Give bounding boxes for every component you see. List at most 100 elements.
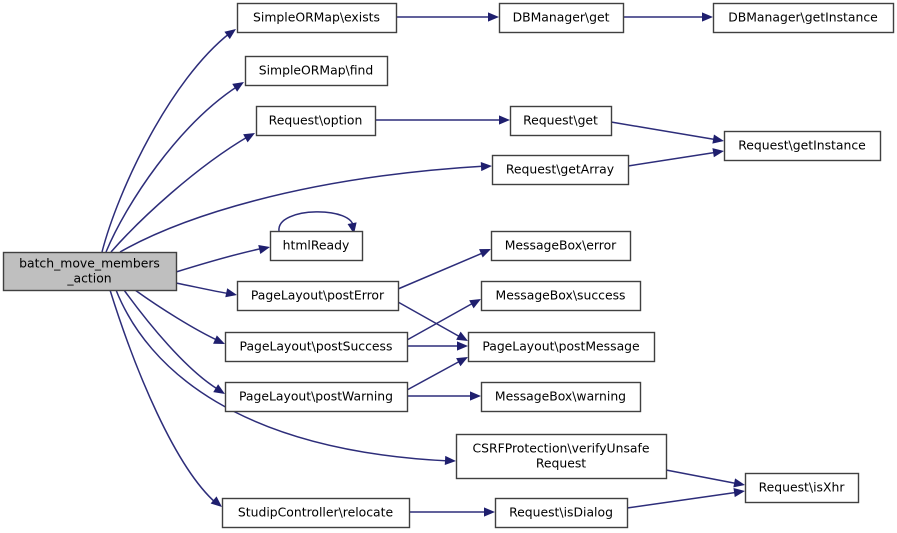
edge-root-to-req-get-array bbox=[119, 165, 487, 253]
node-box-root[interactable] bbox=[2, 251, 178, 292]
node-req-is-dialog[interactable]: Request\isDialog bbox=[494, 497, 629, 529]
node-box-req-get[interactable] bbox=[509, 105, 613, 137]
edge-req-get-to-req-get-inst bbox=[610, 121, 719, 141]
node-box-dbm-get[interactable] bbox=[498, 2, 625, 34]
edge-root-to-csrf-verify bbox=[115, 289, 451, 462]
node-root[interactable]: batch_move_members_action bbox=[2, 251, 178, 292]
node-label-html-ready: htmlReady bbox=[283, 237, 350, 252]
node-label-sc-relocate: StudipController\relocate bbox=[238, 504, 393, 519]
arrowhead-root-to-ormap-find bbox=[232, 82, 244, 92]
node-req-get-inst[interactable]: Request\getInstance bbox=[723, 130, 882, 162]
node-label-root: batch_move_members_action bbox=[19, 255, 160, 285]
node-box-req-is-xhr[interactable] bbox=[744, 472, 860, 504]
node-pl-post-success[interactable]: PageLayout\postSuccess bbox=[224, 331, 409, 363]
edge-root-to-pl-post-error bbox=[175, 282, 232, 295]
node-box-mb-warning[interactable] bbox=[480, 381, 642, 413]
node-box-req-get-inst[interactable] bbox=[723, 130, 882, 162]
edge-root-to-html-ready bbox=[175, 247, 265, 273]
node-label-pl-post-error: PageLayout\postError bbox=[251, 287, 385, 302]
arrowhead-root-to-pl-post-warning bbox=[213, 384, 225, 394]
node-label-req-option: Request\option bbox=[269, 112, 363, 127]
node-html-ready[interactable]: htmlReady bbox=[269, 230, 364, 262]
node-label-pl-post-success: PageLayout\postSuccess bbox=[240, 338, 393, 353]
edges-layer bbox=[101, 12, 745, 517]
arrowhead-root-to-html-ready bbox=[258, 244, 270, 254]
arrowhead-root-to-sc-relocate bbox=[210, 496, 222, 507]
arrowhead-dbm-get-to-dbm-get-inst bbox=[702, 12, 713, 22]
edge-root-to-sc-relocate bbox=[109, 289, 217, 504]
node-ormap-exists[interactable]: SimpleORMap\exists bbox=[236, 2, 398, 34]
node-dbm-get-inst[interactable]: DBManager\getInstance bbox=[712, 2, 895, 34]
node-label-req-is-xhr: Request\isXhr bbox=[759, 479, 846, 494]
arrowhead-sc-relocate-to-req-is-dialog bbox=[484, 507, 495, 517]
edge-req-get-array-to-req-get-inst bbox=[627, 151, 719, 167]
node-label-req-get: Request\get bbox=[523, 112, 598, 127]
node-box-req-option[interactable] bbox=[255, 105, 377, 137]
node-mb-warning[interactable]: MessageBox\warning bbox=[480, 381, 642, 413]
node-pl-post-warning[interactable]: PageLayout\postWarning bbox=[224, 381, 409, 413]
edge-root-to-req-option bbox=[110, 135, 250, 253]
arrowhead-root-to-pl-post-success bbox=[213, 335, 225, 344]
node-box-dbm-get-inst[interactable] bbox=[712, 2, 895, 34]
node-box-ormap-exists[interactable] bbox=[236, 2, 398, 34]
node-label-req-get-inst: Request\getInstance bbox=[738, 137, 866, 152]
node-box-mb-error[interactable] bbox=[490, 230, 632, 262]
arrowhead-req-get-to-req-get-inst bbox=[712, 134, 724, 144]
node-box-pl-post-success[interactable] bbox=[224, 331, 409, 363]
arrowhead-pl-post-success-to-pl-post-msg bbox=[457, 341, 468, 351]
node-box-html-ready[interactable] bbox=[269, 230, 364, 262]
node-req-get[interactable]: Request\get bbox=[509, 105, 613, 137]
node-box-sc-relocate[interactable] bbox=[221, 497, 411, 529]
arrowhead-root-to-req-get-array bbox=[480, 161, 492, 172]
node-sc-relocate[interactable]: StudipController\relocate bbox=[221, 497, 411, 529]
node-req-get-array[interactable]: Request\getArray bbox=[491, 154, 630, 186]
node-box-ormap-find[interactable] bbox=[244, 55, 389, 87]
arrowhead-pl-post-warning-to-mb-warning bbox=[470, 391, 481, 401]
arrowhead-ormap-exists-to-dbm-get bbox=[488, 12, 499, 22]
node-label-dbm-get-inst: DBManager\getInstance bbox=[728, 9, 878, 24]
node-req-option[interactable]: Request\option bbox=[255, 105, 377, 137]
edge-html-ready-to-html-ready bbox=[278, 211, 354, 232]
edge-root-to-pl-post-success bbox=[134, 289, 220, 342]
edge-root-to-pl-post-warning bbox=[123, 289, 220, 391]
edge-pl-post-error-to-mb-error bbox=[397, 251, 486, 290]
node-label-req-is-dialog: Request\isDialog bbox=[509, 504, 613, 519]
node-req-is-xhr[interactable]: Request\isXhr bbox=[744, 472, 860, 504]
node-mb-success[interactable]: MessageBox\success bbox=[480, 280, 642, 312]
node-box-req-is-dialog[interactable] bbox=[494, 497, 629, 529]
node-box-mb-success[interactable] bbox=[480, 280, 642, 312]
node-ormap-find[interactable]: SimpleORMap\find bbox=[244, 55, 389, 87]
node-label-dbm-get: DBManager\get bbox=[513, 9, 610, 24]
node-label-pl-post-msg: PageLayout\postMessage bbox=[482, 338, 639, 353]
arrowhead-pl-post-warning-to-pl-post-msg bbox=[456, 357, 468, 367]
node-box-req-get-array[interactable] bbox=[491, 154, 630, 186]
edge-csrf-verify-to-req-is-xhr bbox=[665, 469, 740, 485]
node-label-ormap-find: SimpleORMap\find bbox=[259, 62, 374, 77]
edge-root-to-ormap-exists bbox=[101, 32, 231, 253]
node-pl-post-error[interactable]: PageLayout\postError bbox=[236, 280, 400, 312]
node-label-pl-post-warning: PageLayout\postWarning bbox=[239, 388, 393, 403]
node-label-req-get-array: Request\getArray bbox=[506, 161, 614, 176]
node-label-ormap-exists: SimpleORMap\exists bbox=[253, 9, 380, 24]
node-pl-post-msg[interactable]: PageLayout\postMessage bbox=[467, 331, 656, 363]
node-box-pl-post-msg[interactable] bbox=[467, 331, 656, 363]
arrowhead-req-is-dialog-to-req-is-xhr bbox=[733, 487, 745, 498]
node-box-csrf-verify[interactable] bbox=[455, 433, 668, 480]
arrowhead-root-to-req-option bbox=[243, 133, 255, 143]
arrowhead-pl-post-error-to-mb-error bbox=[479, 249, 491, 258]
edge-pl-post-warning-to-pl-post-msg bbox=[406, 359, 463, 391]
edge-pl-post-error-to-pl-post-msg bbox=[397, 301, 463, 339]
edge-root-to-ormap-find bbox=[105, 85, 239, 253]
node-dbm-get[interactable]: DBManager\get bbox=[498, 2, 625, 34]
arrowhead-root-to-ormap-exists bbox=[224, 29, 236, 40]
arrowhead-pl-post-error-to-pl-post-msg bbox=[456, 331, 468, 341]
arrowhead-req-option-to-req-get bbox=[499, 115, 510, 125]
node-box-pl-post-error[interactable] bbox=[236, 280, 400, 312]
arrowhead-pl-post-success-to-mb-success bbox=[469, 299, 481, 309]
node-box-pl-post-warning[interactable] bbox=[224, 381, 409, 413]
node-mb-error[interactable]: MessageBox\error bbox=[490, 230, 632, 262]
arrowhead-csrf-verify-to-req-is-xhr bbox=[733, 478, 745, 488]
